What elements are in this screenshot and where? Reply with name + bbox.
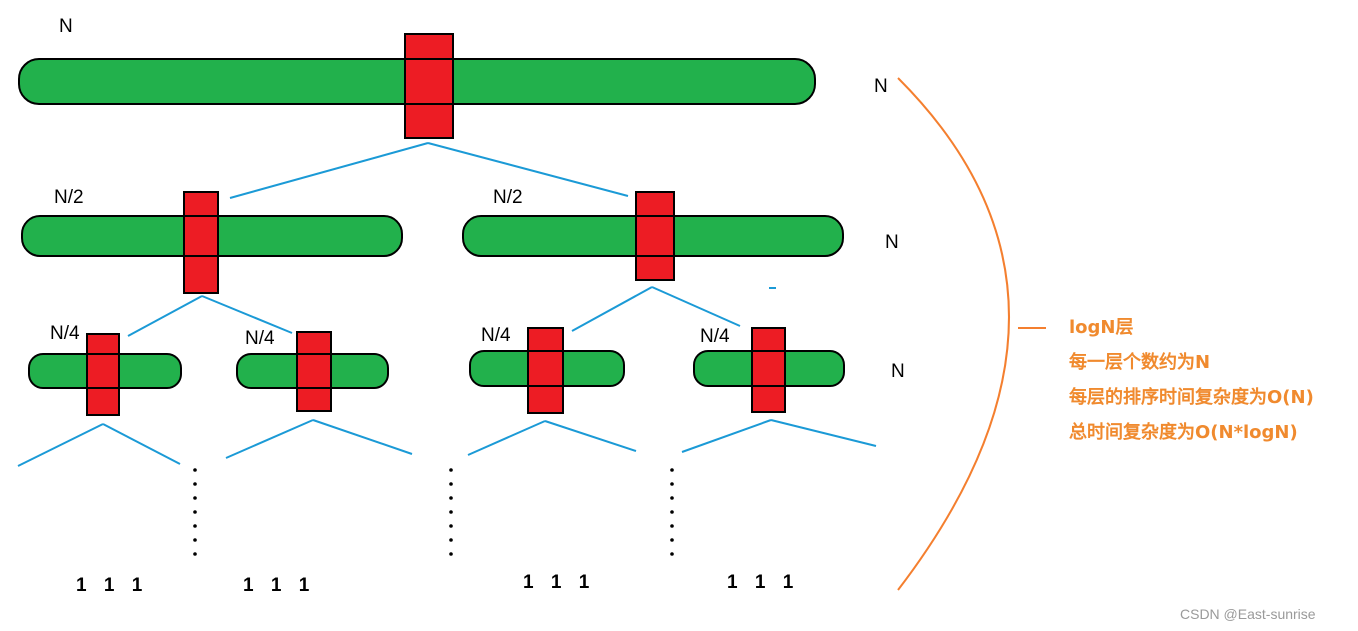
dots-column-3 (670, 468, 674, 556)
connector-left-q1 (127, 295, 203, 337)
ellipsis-dot (449, 552, 453, 556)
ellipsis-dot (193, 496, 197, 500)
connector-q2-right (312, 419, 413, 455)
leaf-group-4: 1 1 1 (727, 572, 794, 593)
ellipsis-dot (670, 524, 674, 528)
quarter-1-partition (28, 333, 182, 416)
ellipsis-dot (193, 538, 197, 542)
quarter-2-size-label: N/4 (245, 328, 275, 349)
watermark: CSDN @East-sunrise (1180, 606, 1316, 622)
level-3-count: N (891, 361, 905, 382)
ellipsis-dot (670, 538, 674, 542)
right-half-size-label: N/2 (493, 187, 523, 208)
level-1-count: N (874, 76, 888, 97)
ellipsis-dot (449, 468, 453, 472)
connector-right-q3 (571, 286, 653, 332)
ellipsis-dot (193, 552, 197, 556)
quarter-4-pivot (751, 327, 786, 413)
connector-root-left (229, 142, 429, 199)
dots-column-1 (193, 468, 197, 556)
ellipsis-dot (449, 538, 453, 542)
right-half-pivot (635, 191, 675, 281)
quarter-1-size-label: N/4 (50, 323, 80, 344)
ellipsis-dot (670, 510, 674, 514)
quarter-2-partition (236, 331, 389, 412)
root-size-label: N (59, 16, 73, 37)
ellipsis-dot (193, 468, 197, 472)
ellipsis-dot (193, 524, 197, 528)
tree-connectors (17, 142, 877, 467)
note-per-level-cost: 每层的排序时间复杂度为O(N) (1069, 387, 1314, 408)
leaf-group-3: 1 1 1 (523, 572, 590, 593)
quarter-4-partition (693, 327, 845, 413)
ellipsis-dot (670, 468, 674, 472)
left-half-pivot (183, 191, 219, 294)
connector-q4-right (770, 419, 877, 447)
quarter-4-size-label: N/4 (700, 326, 730, 347)
ellipsis-dot (449, 510, 453, 514)
left-half-size-label: N/2 (54, 187, 84, 208)
ellipsis-dot (449, 524, 453, 528)
quarter-3-pivot (527, 327, 564, 414)
root-partition (18, 33, 816, 139)
level-brace (897, 77, 1010, 591)
note-count-per-level: 每一层个数约为N (1069, 352, 1211, 373)
continuation-dots (193, 468, 674, 556)
ellipsis-dot (449, 482, 453, 486)
connector-left-q2 (201, 295, 293, 334)
quarter-1-pivot (86, 333, 120, 416)
connector-root-right (427, 142, 629, 197)
ellipsis-dot (670, 482, 674, 486)
root-pivot (404, 33, 454, 139)
ellipsis-dot (670, 552, 674, 556)
connector-q1-right (102, 423, 181, 465)
quarter-2-pivot (296, 331, 332, 412)
connector-right-q4 (651, 286, 741, 327)
dots-column-2 (449, 468, 453, 556)
leaf-group-1: 1 1 1 (76, 575, 143, 596)
ellipsis-dot (193, 510, 197, 514)
level-2-count: N (885, 232, 899, 253)
left-half-partition (21, 191, 403, 294)
note-levels: logN层 (1069, 317, 1134, 338)
right-half-partition (462, 191, 844, 281)
connector-q4-left (681, 419, 772, 453)
connector-q1-left (17, 423, 104, 467)
ellipsis-dot (193, 482, 197, 486)
leaf-group-2: 1 1 1 (243, 575, 310, 596)
quarter-3-partition (469, 327, 625, 414)
quarter-3-size-label: N/4 (481, 325, 511, 346)
ellipsis-dot (449, 496, 453, 500)
note-total-complexity: 总时间复杂度为O(N*logN) (1069, 422, 1298, 443)
connector-q3-left (467, 420, 546, 456)
ellipsis-dot (670, 496, 674, 500)
connector-q3-right (544, 420, 637, 452)
connector-q2-left (225, 419, 314, 459)
